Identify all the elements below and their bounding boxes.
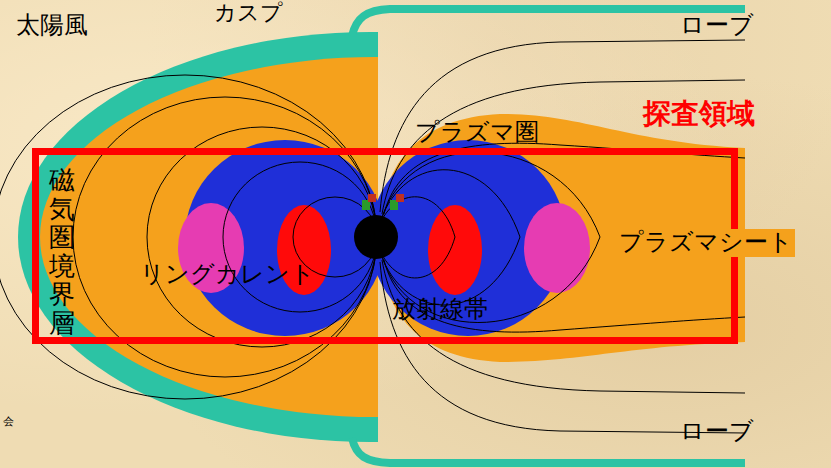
region-label: 太陽風: [16, 12, 88, 40]
dayside-magnetosphere: [40, 57, 378, 417]
region-label: 放射線帯: [392, 296, 488, 324]
region-label: プラズマシート: [617, 229, 795, 257]
region-heading: 探査領域: [643, 98, 755, 130]
region-label: 磁気圏境界層: [49, 166, 75, 338]
region-label: プラズマ圏: [415, 119, 539, 147]
region-label: ローブ: [680, 418, 754, 446]
footer-fragment: 会: [3, 416, 14, 429]
ring-current: [524, 203, 590, 293]
region-label: ローブ: [680, 12, 754, 40]
earth: [354, 215, 398, 259]
boundary-layer: [18, 32, 378, 442]
region-label: カスプ: [214, 0, 283, 25]
radiation-belt: [428, 205, 482, 295]
region-label: リングカレント: [140, 261, 315, 289]
field-lines: [0, 75, 377, 399]
satellite-icons: [362, 194, 404, 210]
